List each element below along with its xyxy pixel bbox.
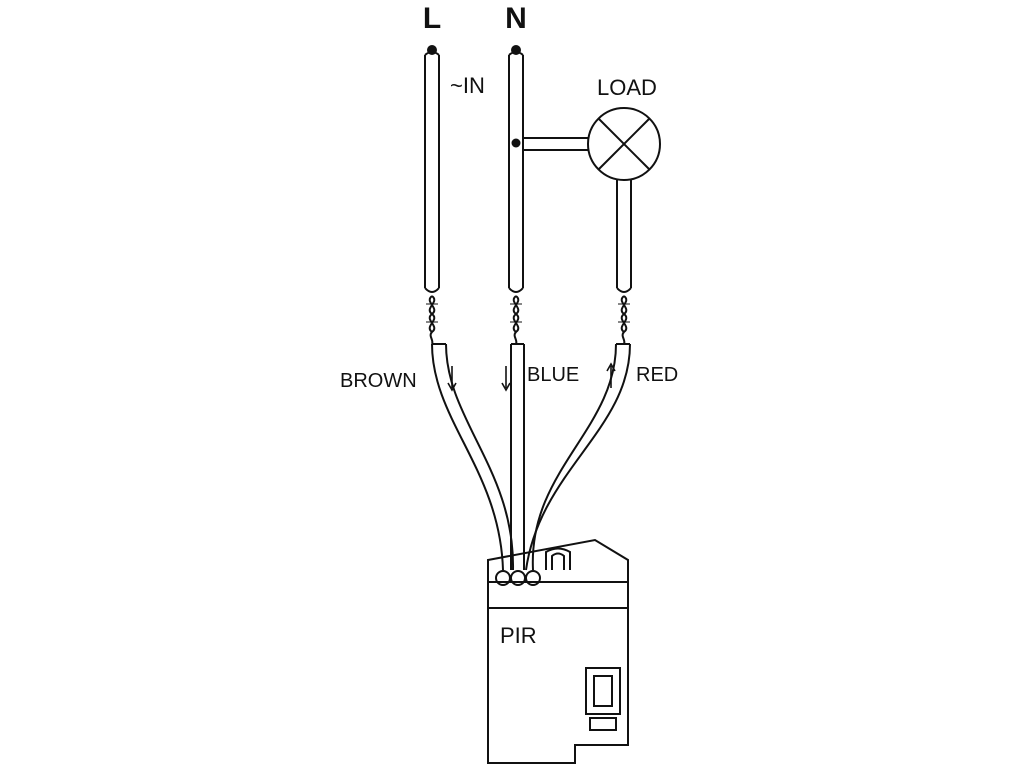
splice-twist-n <box>510 295 522 345</box>
pir-module <box>487 538 629 764</box>
load-return-conductor <box>616 180 632 293</box>
line-conductor <box>424 51 440 293</box>
socket-3 <box>525 570 541 586</box>
pir-label: PIR <box>500 623 537 648</box>
splice-twist-load <box>618 295 630 345</box>
terminal-n-label: N <box>505 2 527 35</box>
brown-wire <box>431 343 515 571</box>
neutral-conductor <box>508 51 524 293</box>
blue-wire-label: BLUE <box>527 364 579 386</box>
load-link-wire <box>523 137 588 151</box>
arrow-down-blue-icon <box>501 366 511 392</box>
arrow-down-brown-icon <box>447 366 457 392</box>
splice-twist-l <box>426 295 438 345</box>
load-label: LOAD <box>597 75 657 100</box>
terminal-l-label: L <box>423 2 441 35</box>
red-wire-label: RED <box>636 364 678 386</box>
input-label: ~IN <box>450 73 485 98</box>
blue-wire <box>510 343 525 570</box>
arrow-up-red-icon <box>606 362 616 388</box>
load-lamp-icon <box>587 107 661 181</box>
brown-wire-label: BROWN <box>340 370 417 392</box>
red-wire <box>525 343 631 571</box>
junction-dot <box>511 138 521 148</box>
